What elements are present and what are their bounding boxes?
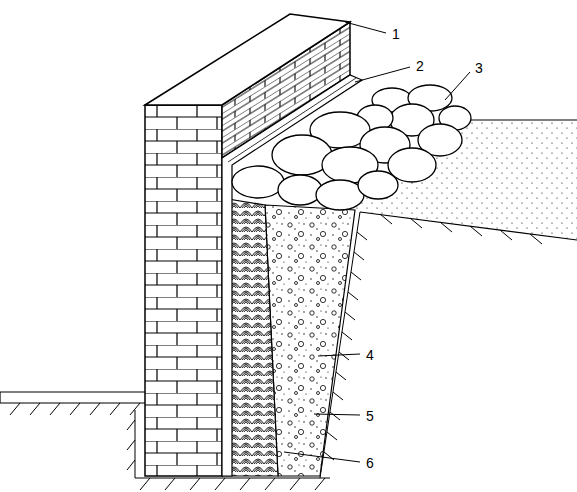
callout-number: 5 [364,408,376,424]
callout-number: 4 [364,347,376,363]
stones [232,85,471,210]
trench-hatch [320,212,542,478]
leader-lines [284,22,470,462]
wall-top [145,14,350,105]
callout-number: 2 [414,58,426,74]
pavement [0,392,145,403]
soil [350,120,577,240]
callout-number: 6 [364,455,376,471]
gravel-fill [265,205,355,476]
callout-number: 3 [473,60,485,76]
wall-front [145,105,222,476]
callout-number: 1 [390,26,402,42]
